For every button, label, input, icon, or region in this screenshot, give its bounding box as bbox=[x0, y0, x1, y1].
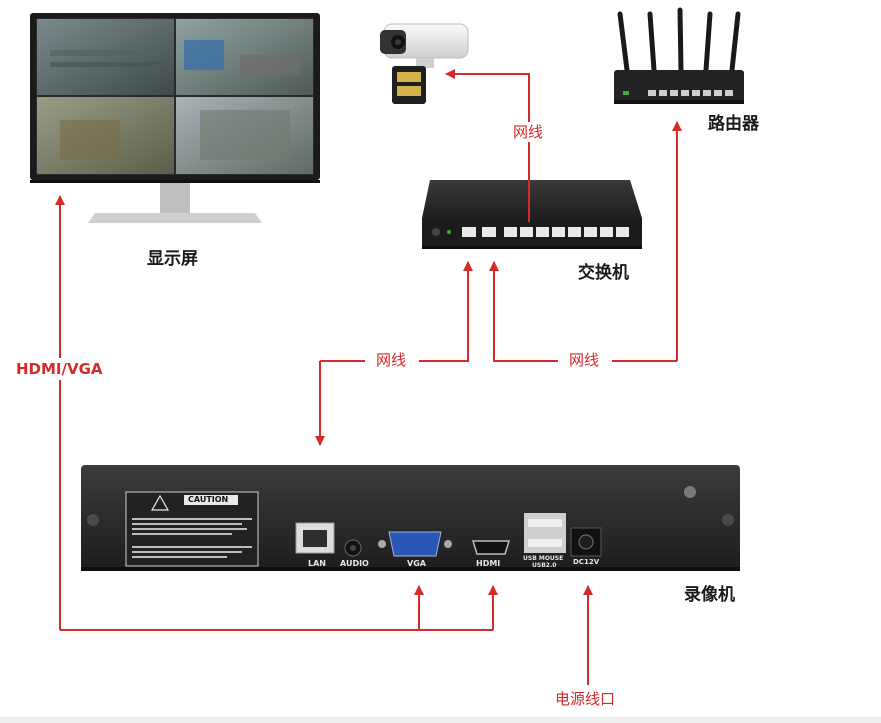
router-label: 路由器 bbox=[708, 114, 759, 134]
camera-switch-cable-label: 网线 bbox=[513, 123, 544, 141]
hdmi-vga-label: HDMI/VGA bbox=[16, 360, 103, 378]
cable-router-switch-down bbox=[489, 261, 677, 362]
port-vga-label: VGA bbox=[407, 559, 426, 568]
port-dc-label: DC12V bbox=[573, 558, 600, 566]
switch-nvr-cable-label: 网线 bbox=[376, 351, 407, 369]
cable-camera-switch bbox=[445, 69, 530, 222]
nvr-device bbox=[81, 465, 740, 571]
port-lan-label: LAN bbox=[308, 559, 326, 568]
camera-device bbox=[380, 23, 469, 104]
bottom-bar bbox=[0, 717, 881, 723]
power-cable-label: 电源线口 bbox=[555, 690, 616, 708]
cable-switch-nvr-up bbox=[320, 261, 473, 362]
nvr-label: 录像机 bbox=[684, 585, 735, 605]
monitor-device bbox=[30, 13, 320, 223]
port-usb2-label: USB2.0 bbox=[532, 562, 557, 569]
port-audio-label: AUDIO bbox=[340, 559, 369, 568]
monitor-label: 显示屏 bbox=[147, 249, 198, 269]
switch-label: 交换机 bbox=[578, 263, 629, 283]
port-usb-label: USB MOUSE bbox=[523, 555, 564, 562]
router-switch-cable-label: 网线 bbox=[569, 351, 600, 369]
switch-device bbox=[422, 180, 642, 249]
caution-label: CAUTION bbox=[188, 495, 229, 504]
router-device bbox=[614, 7, 744, 104]
port-hdmi-label: HDMI bbox=[476, 559, 501, 568]
